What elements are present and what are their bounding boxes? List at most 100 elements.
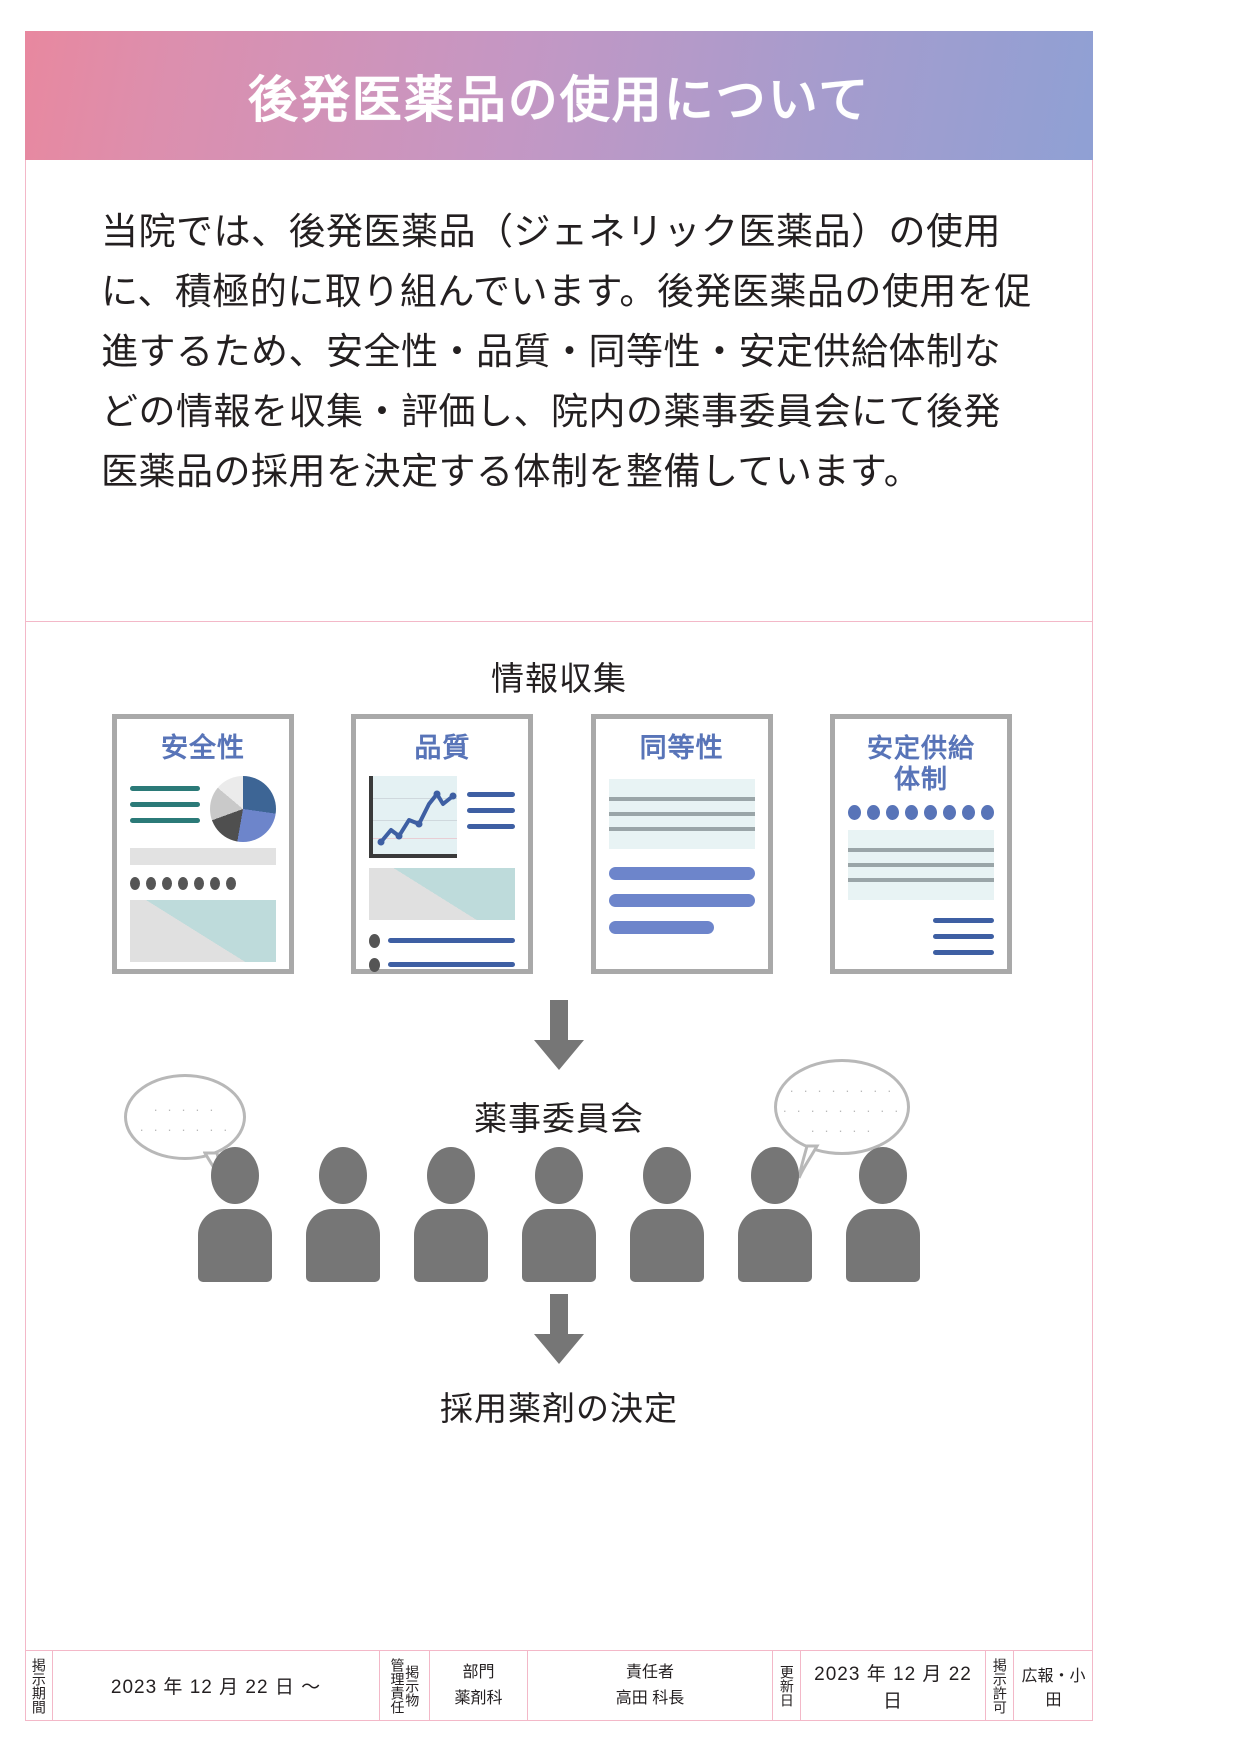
person-icon — [518, 1147, 600, 1282]
document-card: 安定供給 体制 — [829, 714, 1012, 974]
bullet-item — [369, 933, 516, 948]
dot — [210, 876, 220, 890]
text-line — [932, 950, 994, 956]
text-line — [608, 811, 755, 816]
photo-placeholder — [369, 867, 516, 920]
dot — [980, 805, 994, 821]
document-card: 安全性 — [112, 714, 294, 974]
pie-chart-icon — [210, 775, 276, 842]
approval-label-cell: 掲示許可 — [986, 1651, 1014, 1720]
person-icon — [302, 1147, 384, 1282]
page-title: 後発医薬品の使用について — [247, 71, 871, 128]
text-lines — [130, 785, 200, 834]
highlight-line — [608, 893, 755, 907]
dot — [130, 876, 140, 890]
update-date-label: 更新日 — [778, 1664, 795, 1707]
dot — [866, 805, 880, 821]
down-arrow-icon — [534, 1000, 584, 1070]
dot-row — [847, 805, 994, 821]
line-chart-icon — [369, 775, 458, 858]
header-banner: 後発医薬品の使用について — [25, 31, 1093, 160]
committee-label: 薬事委員会 — [474, 1100, 644, 1137]
bullet-icon — [369, 957, 381, 972]
update-date-value-cell: 2023 年 12 月 22 日 — [801, 1651, 986, 1720]
update-label-cell: 更新日 — [773, 1651, 801, 1720]
dot — [178, 876, 188, 890]
line-chart-row — [369, 775, 516, 858]
speech-bubble-right: · · · · · · · · · · · · · · · · · · · · … — [774, 1059, 910, 1179]
posting-item-label: 掲示物 — [404, 1664, 421, 1707]
highlight-line — [608, 920, 714, 934]
text-line — [932, 918, 994, 924]
decision-label: 採用薬剤の決定 — [440, 1390, 678, 1427]
text-line — [608, 826, 755, 831]
bullet-item — [369, 957, 516, 972]
period-label-cell: 掲示期間 — [25, 1651, 53, 1720]
department-label: 部門 — [462, 1663, 495, 1681]
person-icon — [842, 1147, 924, 1282]
text-line — [467, 823, 516, 829]
text-lines — [467, 791, 516, 840]
person-icon — [410, 1147, 492, 1282]
right-aligned-lines — [932, 918, 994, 956]
text-line — [388, 962, 516, 968]
dot — [885, 805, 899, 821]
card-title: 安定供給 体制 — [866, 733, 975, 794]
line-chart-path — [377, 790, 457, 846]
dot — [904, 805, 918, 821]
text-line — [130, 785, 200, 791]
responsibility-label-cell: 管理責任 掲示物 — [380, 1651, 430, 1720]
speech-bubble-left: · · · · · · · · · · · · — [124, 1074, 246, 1184]
text-line — [847, 878, 994, 883]
card-title: 品質 — [414, 733, 471, 763]
text-line — [847, 848, 994, 853]
responsible-person-value: 高田 科長 — [615, 1689, 685, 1707]
text-line — [932, 934, 994, 940]
text-line — [467, 807, 516, 813]
striped-text-block — [608, 778, 755, 849]
text-line — [847, 863, 994, 868]
text-line — [388, 938, 516, 944]
highlight-line — [608, 866, 755, 880]
dot — [194, 876, 204, 890]
manage-responsibility-label: 管理責任 — [389, 1657, 406, 1714]
down-arrow-icon — [534, 1294, 584, 1364]
approval-value-cell: 広報・小田 — [1021, 1667, 1086, 1709]
committee-people-row — [194, 1142, 924, 1282]
text-line — [130, 817, 200, 823]
approval-label: 掲示許可 — [991, 1657, 1008, 1714]
dot — [146, 876, 156, 890]
bubble-tail-icon — [797, 1144, 820, 1179]
process-diagram: 情報収集 安全性 — [26, 622, 1092, 1462]
document-card-list: 安全性 — [112, 714, 1012, 979]
responsible-person-cell: 責任者 高田 科長 — [528, 1651, 773, 1720]
dot — [923, 805, 937, 821]
text-line — [130, 801, 200, 807]
striped-text-block — [847, 830, 994, 901]
text-line — [608, 796, 755, 801]
collect-label: 情報収集 — [491, 660, 627, 697]
card-title: 同等性 — [639, 733, 724, 763]
pie-chart-row — [130, 775, 276, 842]
period-label: 掲示期間 — [30, 1657, 47, 1714]
responsible-person-label: 責任者 — [625, 1663, 674, 1681]
department-cell: 部門 薬剤科 — [430, 1651, 528, 1720]
person-icon — [734, 1147, 816, 1282]
document-card: 同等性 — [590, 714, 773, 974]
intro-paragraph: 当院では、後発医薬品（ジェネリック医薬品）の使用に、積極的に取り組んでいます。後… — [101, 211, 1032, 492]
dot — [942, 805, 956, 821]
dot — [226, 876, 236, 890]
text-line — [467, 791, 516, 797]
person-icon — [194, 1147, 276, 1282]
document-card: 品質 — [351, 714, 534, 974]
intro-section: 当院では、後発医薬品（ジェネリック医薬品）の使用に、積極的に取り組んでいます。後… — [26, 160, 1092, 622]
footer-info-table: 掲示期間 2023 年 12 月 22 日 ～ 管理責任 掲示物 部門 薬剤科 … — [25, 1650, 1093, 1721]
period-value-cell: 2023 年 12 月 22 日 ～ — [53, 1651, 380, 1720]
photo-placeholder — [130, 899, 276, 962]
dot-row — [130, 876, 276, 890]
dot — [162, 876, 172, 890]
department-value: 薬剤科 — [454, 1689, 503, 1707]
card-title: 安全性 — [161, 733, 245, 763]
gray-band — [130, 847, 276, 865]
